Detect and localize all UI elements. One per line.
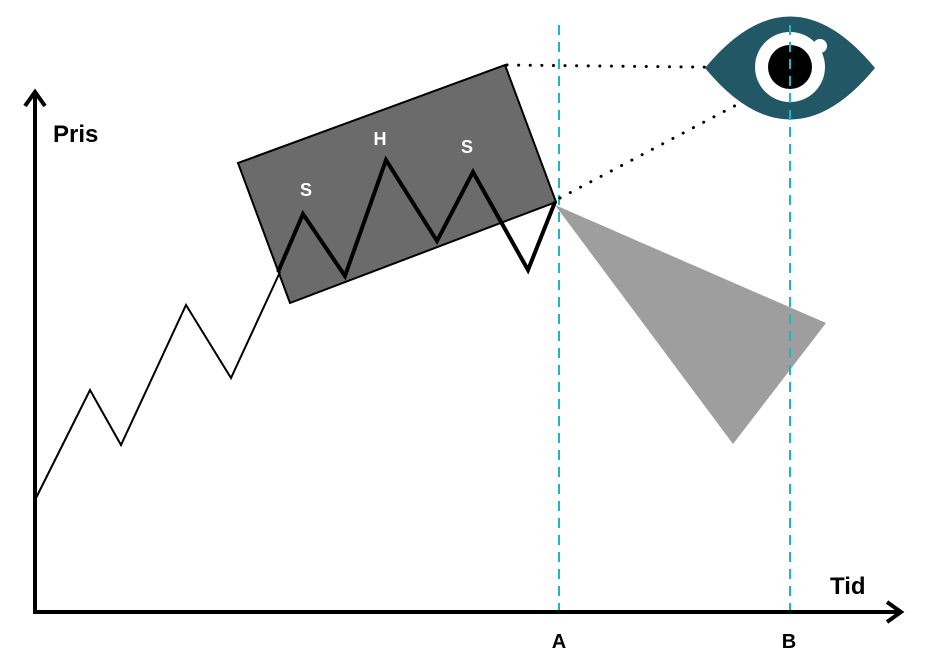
x-axis-arrow: [885, 600, 905, 624]
price-line-pattern: [276, 155, 557, 281]
marker-b-label: B: [782, 631, 796, 653]
sight-line-top: [505, 63, 792, 70]
y-axis-label: Pris: [53, 121, 98, 148]
right-shoulder-label: S: [461, 137, 473, 157]
head-label: H: [374, 129, 387, 149]
pattern-box: [236, 63, 558, 305]
marker-a-label: A: [552, 631, 566, 653]
price-line-trend: [34, 271, 281, 501]
y-axis-arrow: [23, 88, 47, 108]
left-shoulder-label: S: [300, 180, 312, 200]
x-axis-label: Tid: [830, 573, 866, 600]
forecast-cone: [555, 205, 826, 444]
